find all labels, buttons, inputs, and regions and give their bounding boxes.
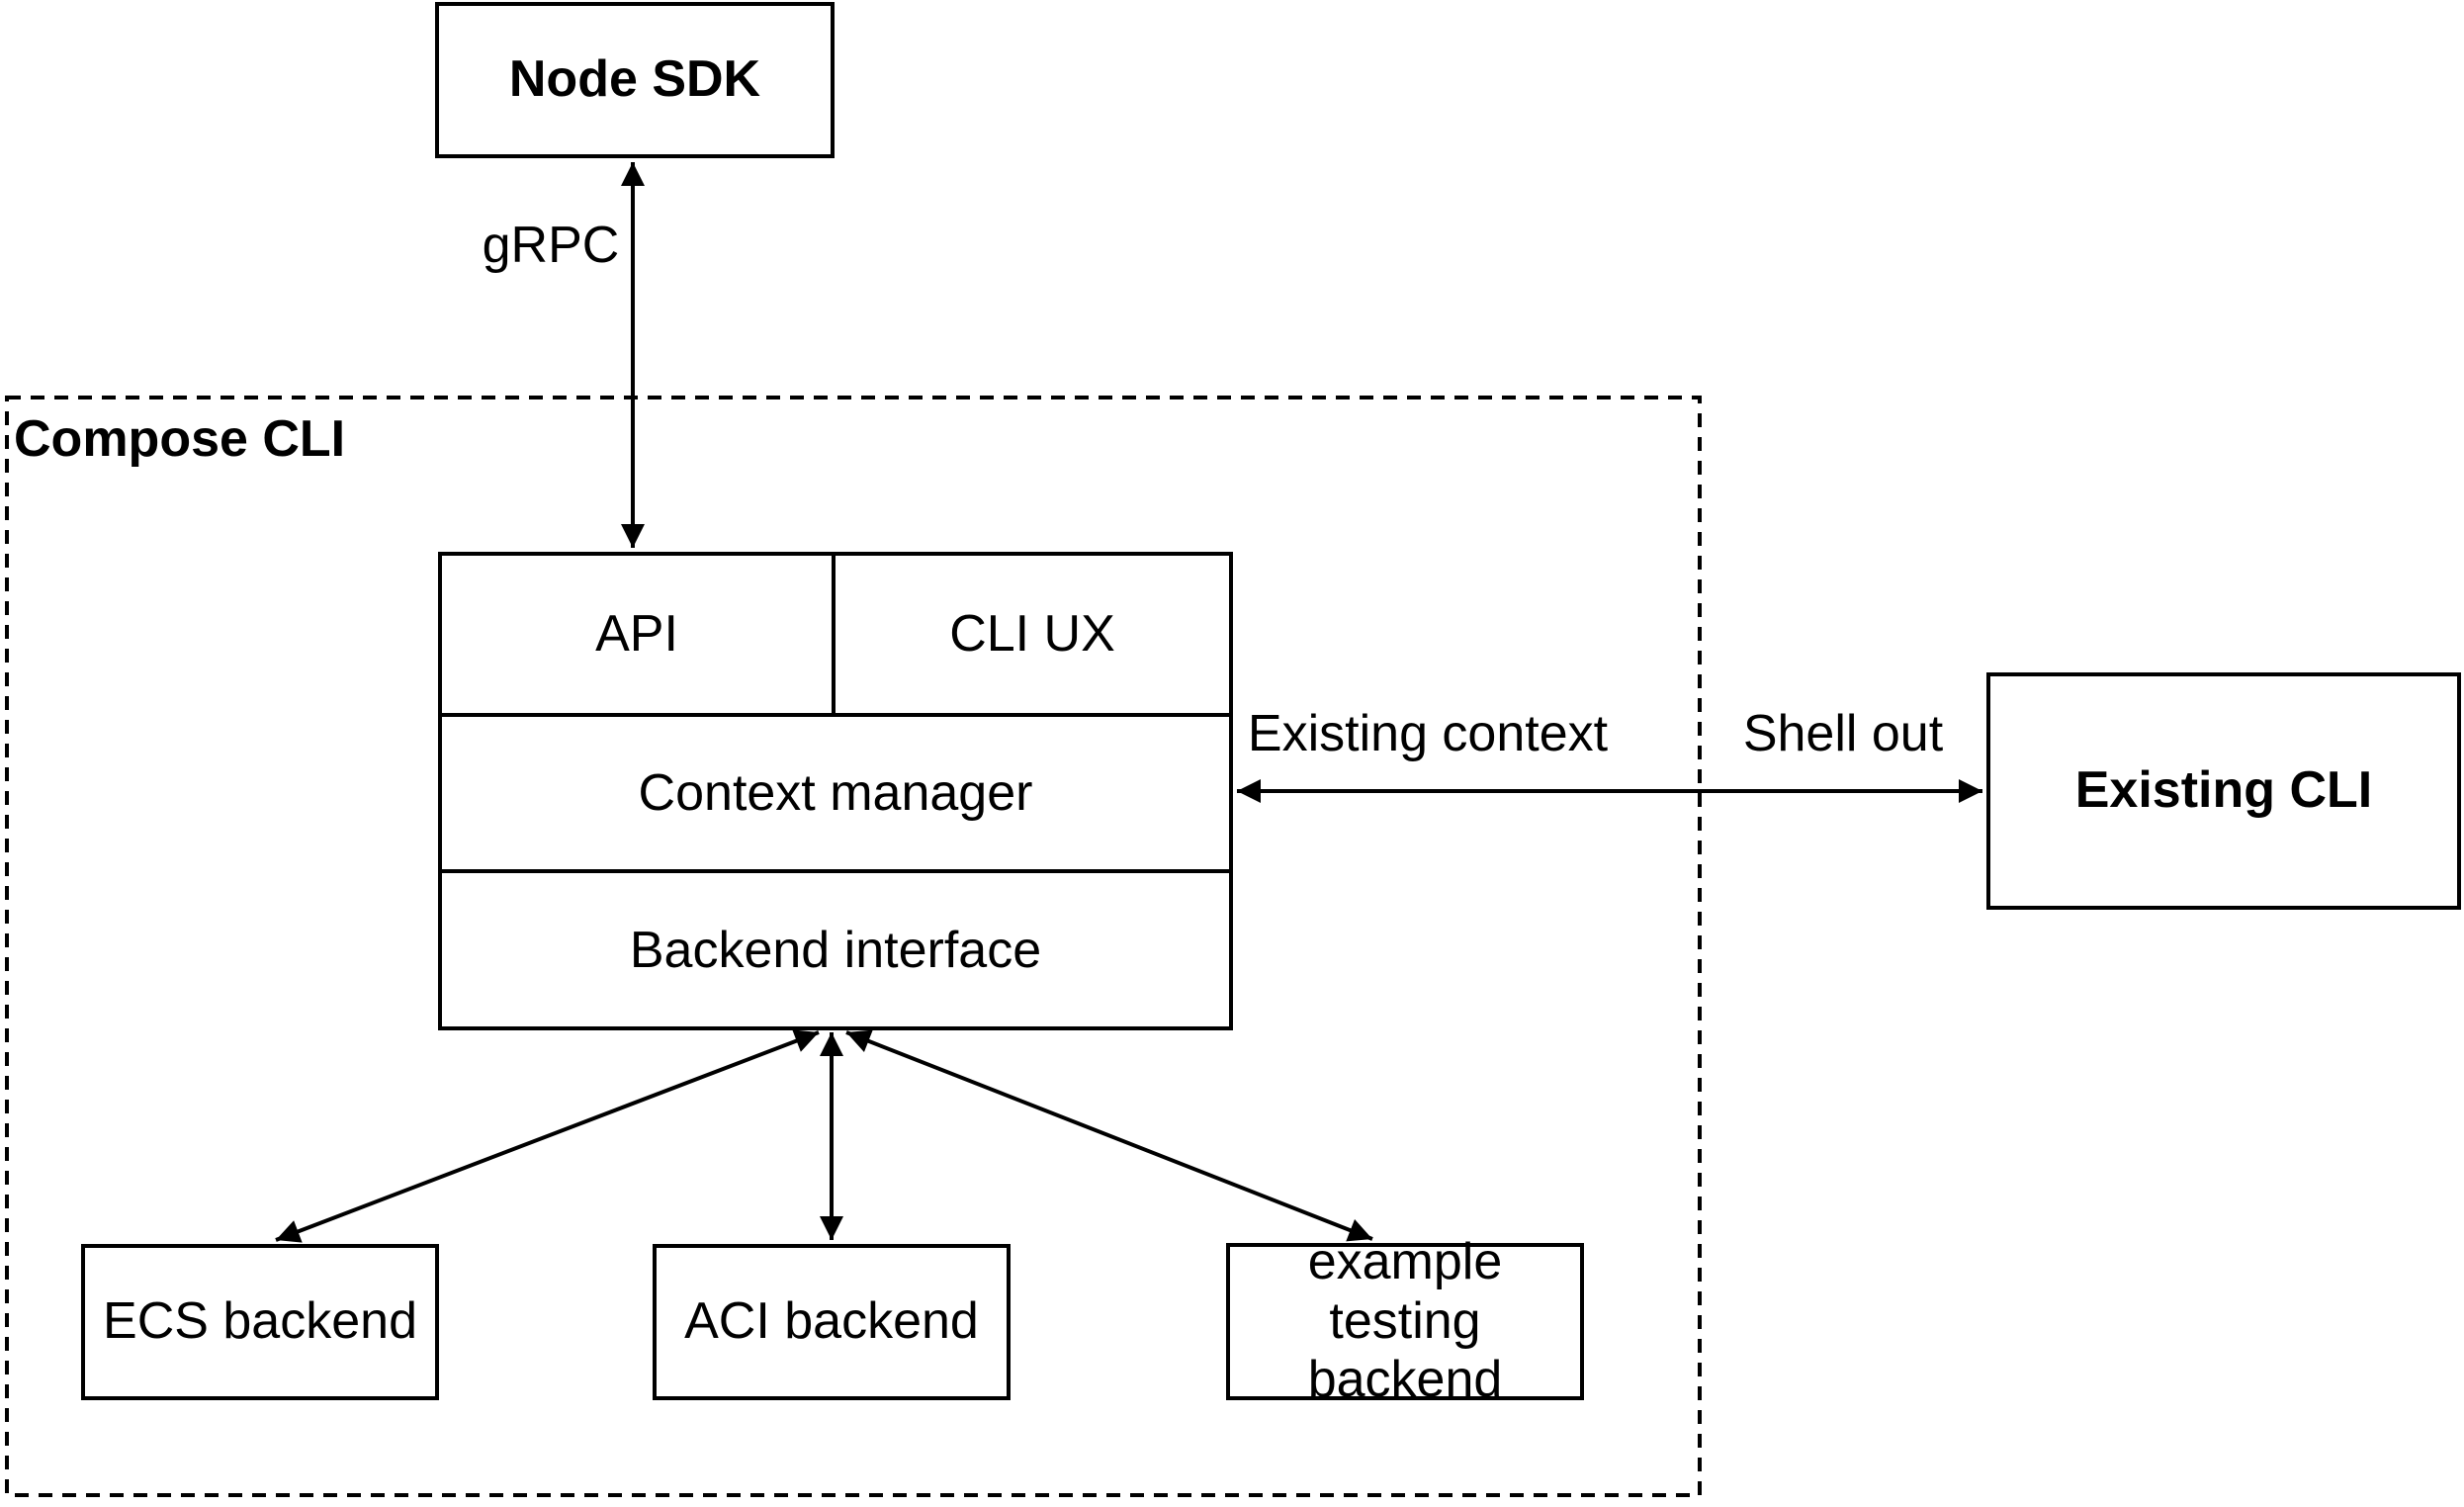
example-testing-backend-arrow xyxy=(845,1029,1373,1242)
cli-ux-label: CLI UX xyxy=(949,605,1115,664)
existing-cli-box: Existing CLI xyxy=(1986,672,2461,910)
ecs-backend-arrow xyxy=(275,1029,820,1243)
aci-backend-label: ACI backend xyxy=(684,1292,979,1351)
compose-cli-stack-box: API CLI UX Context manager Backend inter… xyxy=(438,552,1233,1030)
compose-cli-container-label: Compose CLI xyxy=(14,410,346,468)
aci-backend-box: ACI backend xyxy=(653,1244,1011,1400)
ecs-backend-label: ECS backend xyxy=(103,1292,417,1351)
context-manager-label: Context manager xyxy=(638,763,1033,822)
api-cell: API xyxy=(442,556,836,713)
shell-out-edge-label: Shell out xyxy=(1742,705,1944,762)
example-testing-backend-label: example testing backend xyxy=(1307,1232,1503,1409)
context-manager-cell: Context manager xyxy=(442,712,1229,870)
stack-top-row: API CLI UX xyxy=(442,556,1229,713)
grpc-edge-label: gRPC xyxy=(482,217,620,274)
example-testing-backend-box: example testing backend xyxy=(1226,1233,1584,1408)
cli-ux-cell: CLI UX xyxy=(836,556,1229,713)
existing-context-edge-label: Existing context xyxy=(1247,705,1609,762)
node-sdk-label: Node SDK xyxy=(508,50,761,109)
existing-cli-label: Existing CLI xyxy=(2074,761,2373,820)
backend-interface-label: Backend interface xyxy=(629,921,1042,979)
ecs-backend-box: ECS backend xyxy=(81,1244,439,1400)
backend-interface-cell: Backend interface xyxy=(442,869,1229,1026)
api-label: API xyxy=(595,605,678,664)
node-sdk-box: Node SDK xyxy=(435,2,835,158)
